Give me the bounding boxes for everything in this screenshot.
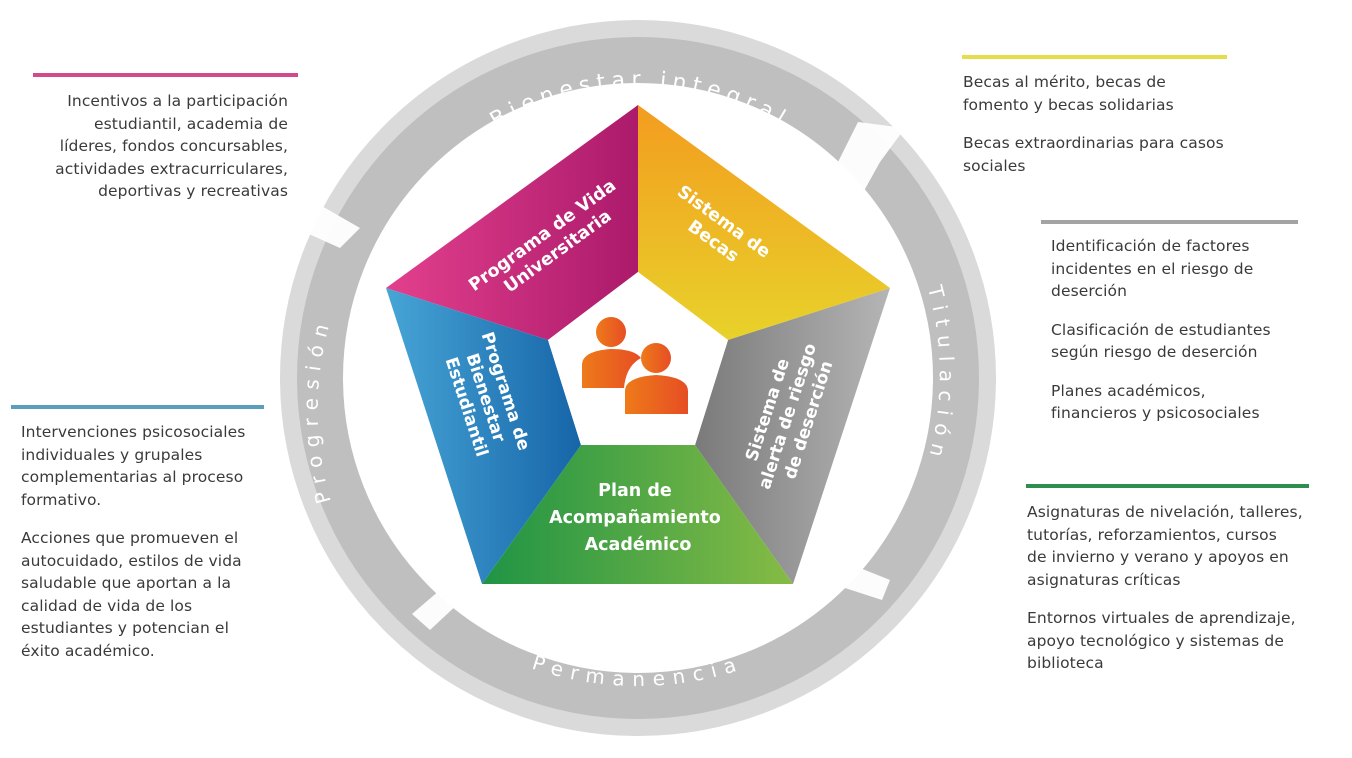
text-line: autocuidado, estilos de vida — [21, 551, 242, 570]
panel-acompanamiento-paragraph: Asignaturas de nivelación, talleres, tut… — [1027, 501, 1347, 591]
text-line: Intervenciones psicosociales — [21, 423, 246, 441]
text-line: Entornos virtuales de aprendizaje, — [1027, 609, 1296, 627]
panel-programa-bienestar: Intervenciones psicosociales individuale… — [21, 421, 281, 678]
text-line: Clasificación de estudiantes — [1051, 320, 1271, 339]
panel-vida-text: Incentivos a la participación estudianti… — [8, 90, 288, 203]
sector-sistema-de-becas[interactable] — [638, 105, 890, 340]
sector-programa-vida-universitaria[interactable] — [386, 105, 638, 340]
panel-bienestar-accent-bar — [11, 405, 264, 409]
text-line: líderes, fondos concursables, — [59, 137, 288, 155]
text-line: estudiantes y potencian el — [21, 619, 229, 637]
text-line: deportivas y recreativas — [98, 182, 288, 200]
panel-becas-accent-bar — [962, 55, 1227, 59]
text-line: Incentivos a la participación — [67, 92, 288, 110]
sector-programa-bienestar-estudiantil[interactable] — [386, 288, 581, 584]
sector-plan-acompanamiento[interactable] — [482, 445, 793, 584]
text-line: Becas al mérito, becas de — [963, 73, 1166, 91]
text-line: Planes académicos, — [1051, 381, 1206, 400]
text-line: deserción — [1051, 282, 1128, 300]
text-line: tutorías, reforzamientos, cursos — [1027, 525, 1277, 544]
panel-vida-accent-bar — [33, 73, 298, 77]
text-line: complementarias al proceso — [21, 468, 244, 486]
panel-bienestar-paragraph: Intervenciones psicosociales individuale… — [21, 421, 281, 511]
panel-acompanamiento-accent-bar — [1026, 484, 1309, 488]
panel-sistema-alerta: Identificación de factores incidentes en… — [1051, 235, 1341, 441]
text-line: Identificación de factores — [1051, 237, 1250, 255]
text-line: sociales — [963, 156, 1026, 175]
text-line: Acciones que promueven el — [21, 529, 239, 547]
panel-alerta-paragraph: Identificación de factores incidentes en… — [1051, 235, 1341, 303]
text-line: según riesgo de deserción — [1051, 343, 1258, 361]
ring-inner — [297, 37, 979, 719]
sector-label-acompanamiento: Plan de Acompañamiento Académico — [549, 481, 727, 555]
panel-becas-paragraph: Becas al mérito, becas de fomento y beca… — [963, 71, 1263, 116]
text-line: fomento y becas solidarias — [963, 95, 1174, 114]
panel-alerta-accent-bar — [1041, 220, 1298, 224]
text-line: de invierno y verano y apoyos en — [1027, 548, 1289, 566]
text-line: Asignaturas de nivelación, talleres, — [1027, 503, 1303, 521]
text-line: éxito académico. — [21, 641, 155, 660]
ring-separators — [300, 122, 905, 630]
text-line: incidentes en el riesgo de — [1051, 259, 1254, 278]
text-line: biblioteca — [1027, 654, 1104, 672]
panel-plan-acompanamiento: Asignaturas de nivelación, talleres, tut… — [1027, 501, 1347, 691]
panel-sistema-becas: Becas al mérito, becas de fomento y beca… — [963, 71, 1263, 193]
text-line: saludable que aportan a la — [21, 574, 232, 592]
panel-bienestar-paragraph: Acciones que promueven el autocuidado, e… — [21, 527, 281, 662]
text-line: actividades extracurriculares, — [55, 159, 288, 178]
panel-alerta-paragraph: Planes académicos, financieros y psicoso… — [1051, 380, 1341, 425]
text-line: asignaturas críticas — [1027, 570, 1181, 589]
panel-acompanamiento-paragraph: Entornos virtuales de aprendizaje, apoyo… — [1027, 607, 1347, 675]
text-line: Becas extraordinarias para casos — [963, 134, 1224, 152]
text-line: financieros y psicosociales — [1051, 404, 1260, 422]
sector-sistema-alerta-riesgo[interactable] — [695, 288, 890, 584]
panel-becas-paragraph: Becas extraordinarias para casos sociale… — [963, 132, 1263, 177]
text-line: estudiantil, academia de — [93, 114, 288, 133]
people-icon — [582, 317, 688, 414]
panel-vida-universitaria: Incentivos a la participación estudianti… — [8, 90, 288, 203]
text-line: calidad de vida de los — [21, 596, 193, 615]
text-line: individuales y grupales — [21, 445, 203, 464]
text-line: apoyo tecnológico y sistemas de — [1027, 631, 1284, 650]
panel-alerta-paragraph: Clasificación de estudiantes según riesg… — [1051, 319, 1341, 364]
text-line: formativo. — [21, 490, 102, 509]
